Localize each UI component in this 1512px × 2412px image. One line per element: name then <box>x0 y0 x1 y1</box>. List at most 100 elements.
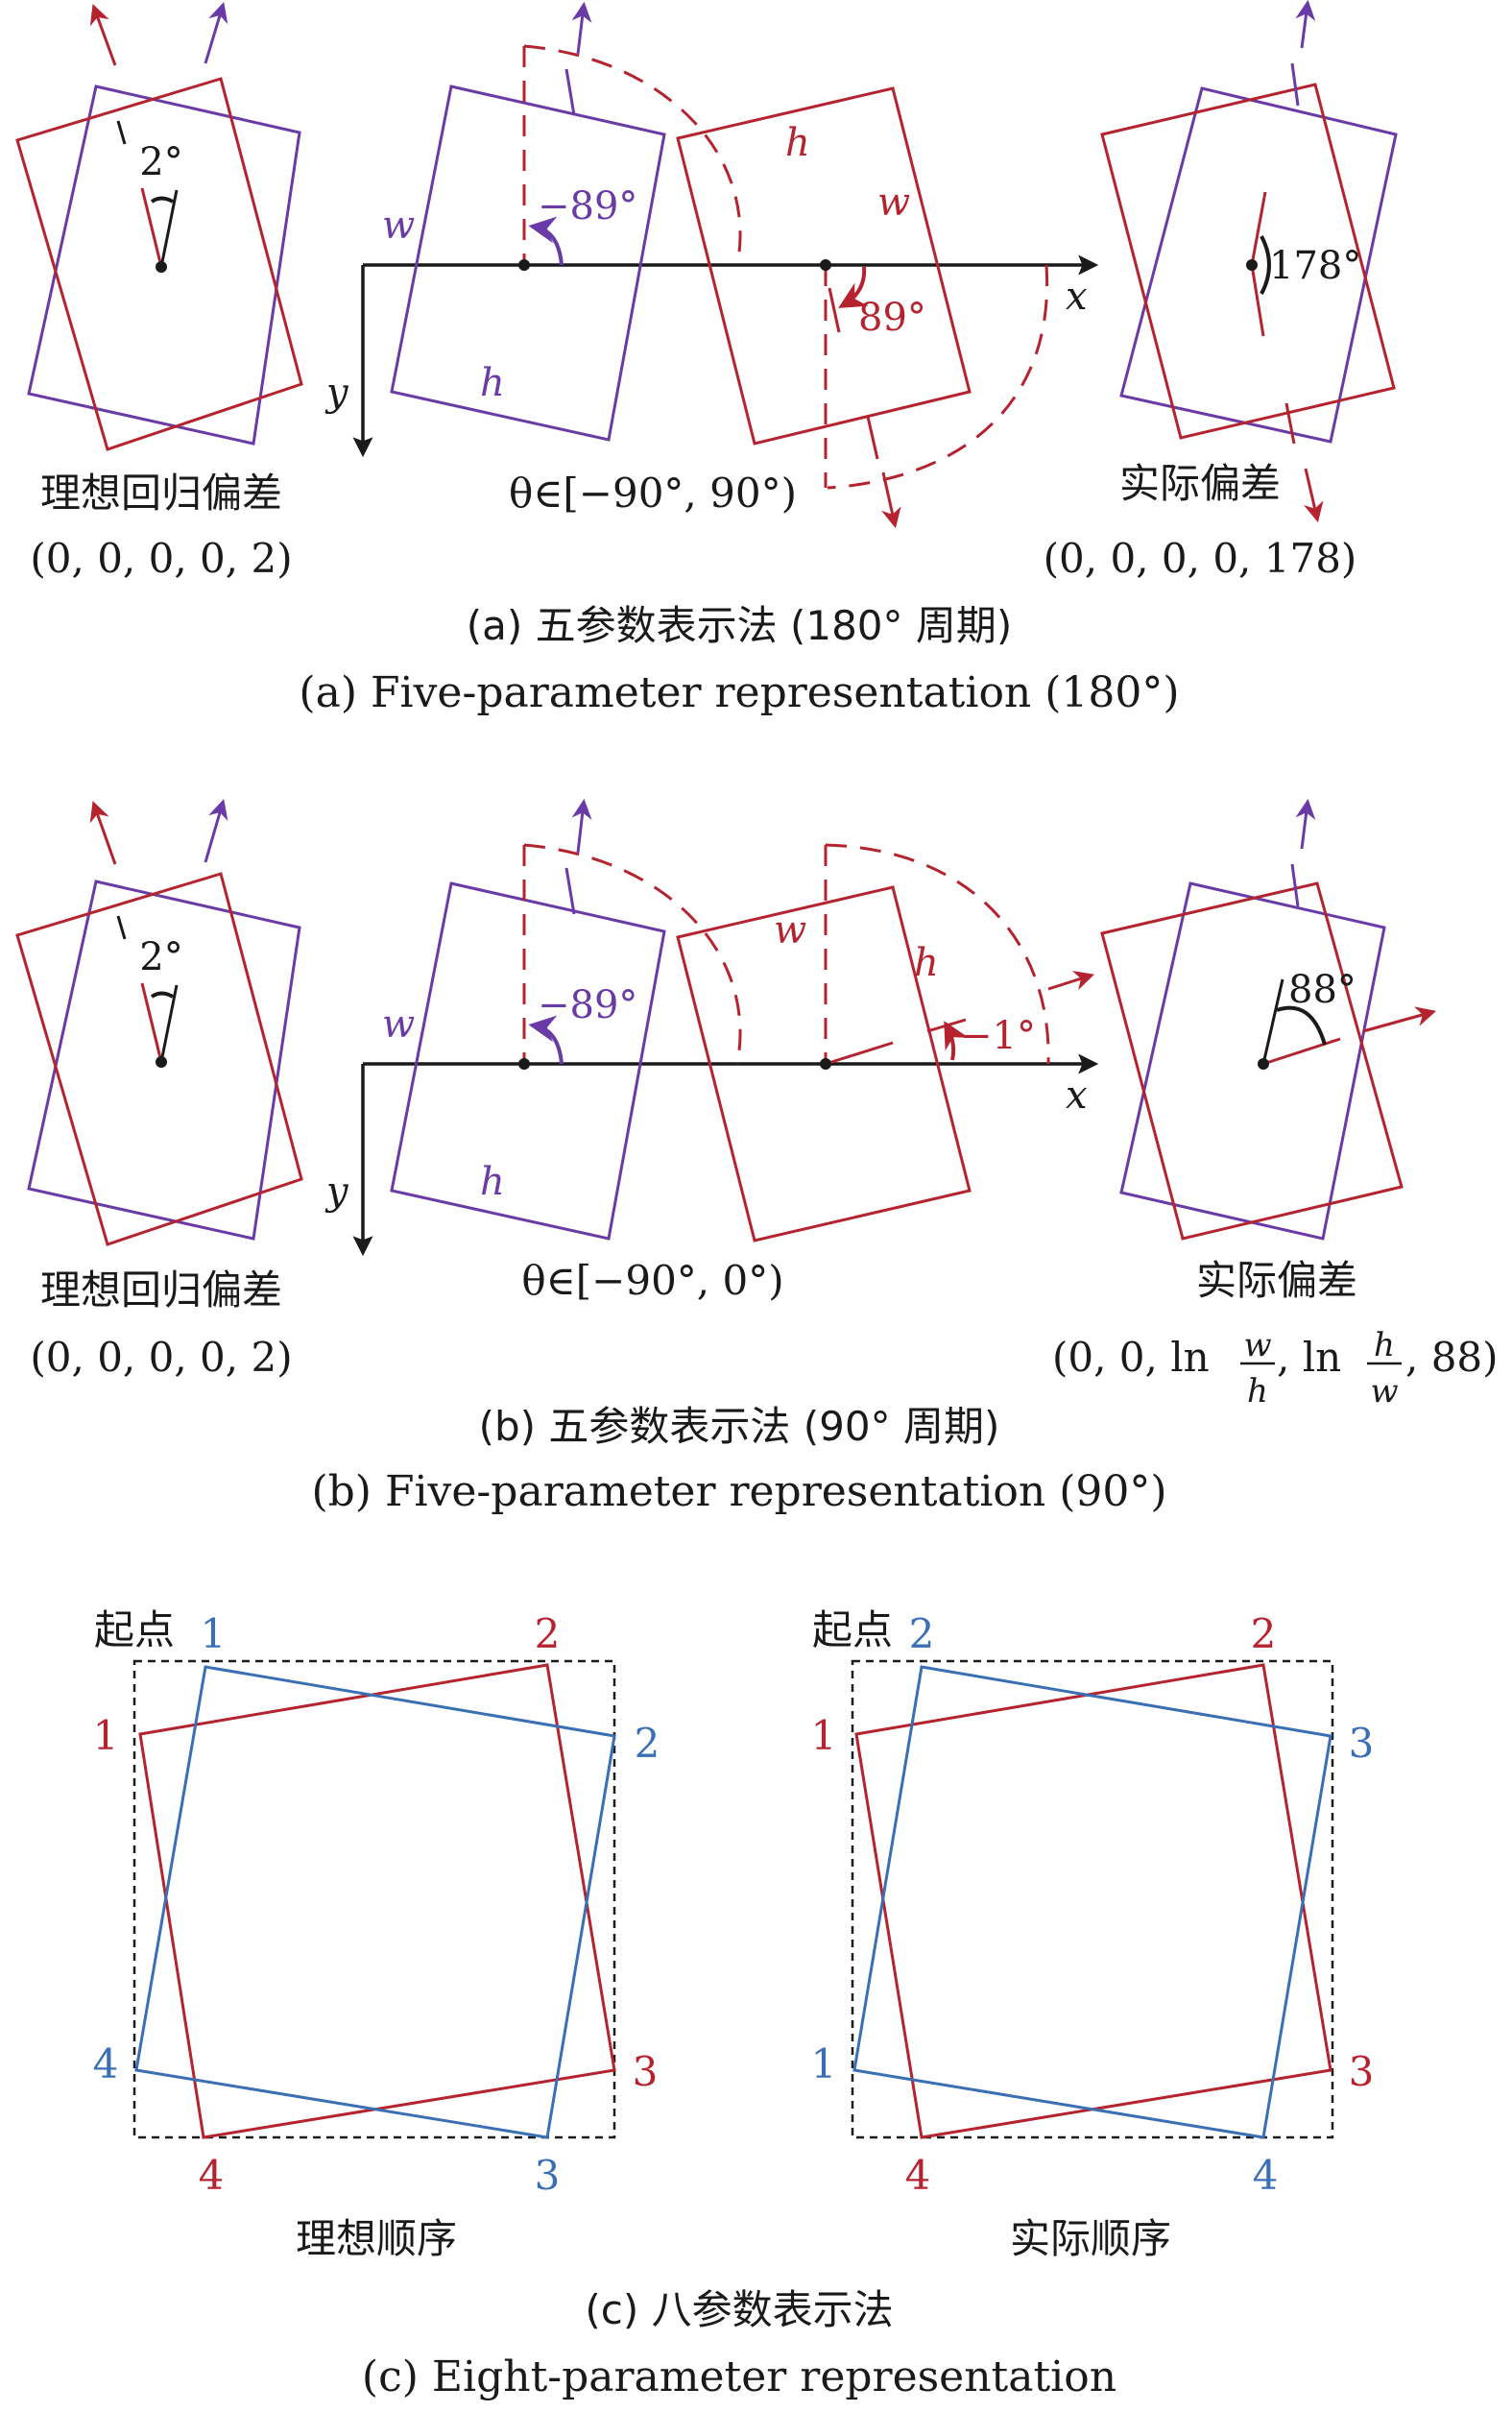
fraction-den: w <box>1370 1372 1398 1411</box>
ideal-label: 理想回归偏差 <box>40 470 282 517</box>
h-label: h <box>785 121 810 165</box>
actual-order: 起点 2 2 1 3 1 3 4 4 实际顺序 <box>811 1606 1375 2262</box>
blue-quad <box>134 1665 616 2139</box>
center-dot <box>156 1056 167 1068</box>
red-heading-arrow <box>1362 1006 1437 1033</box>
ideal-order: 起点 1 2 1 2 4 3 4 3 理想顺序 <box>93 1606 660 2262</box>
red-box-b: w h −1° <box>676 843 1095 1242</box>
origin-dot-purple <box>518 259 530 271</box>
blue-label-bottom-left: 1 <box>811 2040 837 2087</box>
h-label: h <box>480 1160 505 1204</box>
red-label-3: 3 <box>633 2048 659 2095</box>
range-label: θ∈[−90°, 0°) <box>521 1257 783 1304</box>
blue-label-1: 1 <box>201 1610 227 1657</box>
red-tick-lower <box>1284 402 1296 445</box>
purple-box <box>390 84 666 442</box>
red-arrow-bottom-left <box>874 476 885 528</box>
red-box <box>676 885 972 1242</box>
ideal-pair-a: 2° <box>15 1 303 451</box>
actual-angle-label: 178° <box>1269 244 1361 288</box>
red-heading-arrow <box>1303 468 1324 523</box>
purple-box-a: w h −89° <box>382 1 742 442</box>
purple-box <box>390 881 666 1241</box>
angle-arc <box>1276 1005 1327 1046</box>
actual-order-caption: 实际顺序 <box>1010 2215 1171 2262</box>
red-line <box>825 1041 894 1066</box>
red-box <box>15 77 303 451</box>
dashed-arc <box>523 44 742 266</box>
purple-heading-arrow <box>571 798 592 854</box>
blue-label-4: 4 <box>93 2040 119 2087</box>
w-label: w <box>382 204 415 248</box>
purple-tick <box>1290 863 1300 907</box>
w-label: w <box>877 181 910 225</box>
origin-dot-red <box>820 259 831 271</box>
purple-tick <box>564 68 576 116</box>
red-label-1: 1 <box>811 1712 837 1759</box>
x-axis-label: x <box>1066 275 1088 319</box>
dashed-bounding-box <box>132 1659 616 2139</box>
dashed-arc <box>827 264 1049 490</box>
blue-label-top-left: 2 <box>909 1610 935 1657</box>
panel-a: 2° x y w h −89° <box>15 0 1398 717</box>
red-quad <box>138 1663 616 2139</box>
angle-arc <box>1260 235 1271 295</box>
red-heading-arrow <box>881 471 901 529</box>
red-line <box>1262 1037 1341 1066</box>
purple-angle-label: −89° <box>538 184 637 229</box>
purple-heading-arrow <box>1295 0 1316 49</box>
h-label: h <box>480 361 505 405</box>
actual-label: 实际偏差 <box>1196 1257 1357 1304</box>
red-box <box>676 86 972 446</box>
red-label-2: 2 <box>535 1610 561 1657</box>
red-label-4: 4 <box>199 2152 225 2199</box>
black-tick <box>116 915 127 940</box>
y-axis-label: y <box>324 371 349 415</box>
caption-en-b: (b) Five-parameter representation (90°) <box>311 1467 1166 1516</box>
red-label-2: 2 <box>1251 1610 1277 1657</box>
purple-heading-arrow <box>204 798 228 863</box>
actual-pair-a: 178° <box>1100 0 1398 523</box>
tuple-mid: , ln <box>1277 1334 1341 1381</box>
red-label-3: 3 <box>1349 2048 1375 2095</box>
black-line <box>159 984 179 1063</box>
red-angle-label: −1° <box>960 1014 1036 1058</box>
blue-label-2: 2 <box>635 1720 660 1767</box>
blue-label-3: 3 <box>535 2152 561 2199</box>
red-quad <box>854 1663 1332 2139</box>
black-line <box>159 189 179 268</box>
purple-heading-arrow <box>1295 798 1316 850</box>
origin-dot-red <box>820 1058 831 1070</box>
red-angle-arc <box>944 1021 970 1061</box>
actual-pair-b: 88° <box>1100 798 1437 1241</box>
red-angle-arc <box>838 266 869 308</box>
actual-label: 实际偏差 <box>1119 460 1281 507</box>
black-tick <box>116 120 127 145</box>
red-box <box>1100 83 1396 440</box>
ideal-tuple: (0, 0, 0, 0, 2) <box>30 535 292 582</box>
red-label-4: 4 <box>905 2152 931 2199</box>
angle-arc <box>150 196 175 204</box>
red-line-down <box>1250 264 1265 337</box>
x-axis-label: x <box>1066 1073 1088 1118</box>
purple-box <box>1119 86 1398 444</box>
range-label: θ∈[−90°, 90°) <box>509 470 797 517</box>
purple-angle-label: −89° <box>538 983 637 1027</box>
blue-quad <box>852 1665 1332 2139</box>
purple-heading-arrow <box>571 1 592 55</box>
start-label: 起点 <box>812 1606 893 1653</box>
start-label: 起点 <box>94 1606 175 1653</box>
purple-angle-arc <box>528 216 564 266</box>
tuple-suffix: , 88) <box>1405 1334 1499 1381</box>
ideal-order-caption: 理想顺序 <box>296 2215 457 2262</box>
red-angle-label: 89° <box>858 296 926 340</box>
w-label: w <box>774 908 806 953</box>
red-heading-arrow <box>1047 971 1095 991</box>
red-box <box>15 872 303 1246</box>
red-tick-lower <box>866 416 879 460</box>
fraction-num: w <box>1243 1326 1271 1364</box>
ideal-angle-label: 2° <box>139 140 182 184</box>
actual-tuple: (0, 0, ln w h , ln h w , 88) <box>1052 1326 1499 1411</box>
panel-b: 2° x y w h −89° w h <box>15 798 1499 1516</box>
